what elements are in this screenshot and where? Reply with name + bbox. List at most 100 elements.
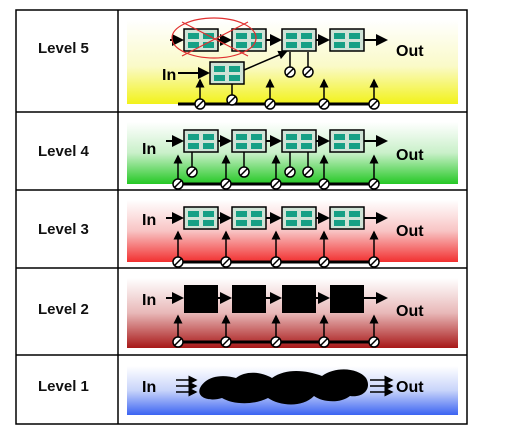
module-cell: [188, 33, 199, 39]
level-3-out-label: Out: [396, 223, 424, 240]
table-border: [15, 9, 468, 425]
stepper-slash: [319, 337, 329, 347]
stepper-icon: [238, 166, 250, 178]
level-3-in-label: In: [142, 212, 156, 229]
stepper-icon: [318, 336, 330, 348]
level-2-label: Level 2: [38, 301, 89, 318]
module-cell: [203, 220, 214, 226]
module-cell: [349, 220, 360, 226]
module-cell: [214, 66, 225, 72]
blackbox-block: [282, 285, 316, 313]
stepper-icon: [368, 178, 380, 190]
module-cell: [236, 211, 247, 217]
stepper-icon: [270, 336, 282, 348]
module-cell: [203, 134, 214, 140]
stepper-slash: [265, 99, 275, 109]
stepper-slash: [303, 67, 313, 77]
module-cell: [301, 33, 312, 39]
module-block: [231, 129, 267, 153]
stepper-slash: [173, 257, 183, 267]
module-cell: [301, 143, 312, 149]
module-cell: [229, 75, 240, 81]
level-3-label: Level 3: [38, 221, 89, 238]
module-block: [329, 206, 365, 230]
stepper-icon: [186, 166, 198, 178]
module-cell: [349, 134, 360, 140]
module-cell: [188, 143, 199, 149]
module-cell: [229, 66, 240, 72]
level-1-out-label: Out: [396, 379, 424, 396]
module-cell: [349, 143, 360, 149]
module-cell: [203, 42, 214, 48]
level-graphics: [166, 17, 394, 405]
ellipse: [171, 17, 257, 59]
blackbox-block: [184, 285, 218, 313]
module-block: [329, 129, 365, 153]
module-cell: [334, 220, 345, 226]
stepper-slash: [303, 167, 313, 177]
stepper-icon: [220, 256, 232, 268]
module-cell: [286, 33, 297, 39]
stepper-icon: [318, 178, 330, 190]
stepper-icon: [284, 66, 296, 78]
module-cell: [349, 211, 360, 217]
module-cell: [251, 134, 262, 140]
stepper-slash: [239, 167, 249, 177]
module-cell: [188, 42, 199, 48]
module-cell: [286, 143, 297, 149]
stepper-icon: [172, 336, 184, 348]
module-cell: [251, 211, 262, 217]
module-block: [281, 206, 317, 230]
module-cell: [301, 134, 312, 140]
stepper-icon: [318, 98, 330, 110]
module-cell: [236, 220, 247, 226]
stepper-icon: [284, 166, 296, 178]
module-cell: [286, 134, 297, 140]
module-block: [231, 206, 267, 230]
module-cell: [251, 220, 262, 226]
module-cell: [334, 143, 345, 149]
module-cell: [188, 211, 199, 217]
module-cell: [214, 75, 225, 81]
module-cell: [236, 42, 247, 48]
level-4-label: Level 4: [38, 143, 90, 160]
stepper-slash: [271, 337, 281, 347]
stepper-icon: [270, 178, 282, 190]
stepper-slash: [221, 337, 231, 347]
stepper-icon: [220, 336, 232, 348]
level-1-label: Level 1: [38, 378, 89, 395]
module-cell: [286, 220, 297, 226]
stepper-icon: [302, 166, 314, 178]
module-cell: [236, 134, 247, 140]
stepper-slash: [221, 179, 231, 189]
stepper-slash: [271, 257, 281, 267]
module-cell: [301, 42, 312, 48]
cross-line: [181, 21, 249, 57]
stepper-slash: [187, 167, 197, 177]
module-block: [329, 28, 365, 52]
module-block: [231, 28, 267, 52]
module-cell: [301, 220, 312, 226]
stepper-slash: [173, 337, 183, 347]
stepper-icon: [172, 178, 184, 190]
stepper-slash: [369, 257, 379, 267]
stepper-icon: [318, 256, 330, 268]
module-cell: [188, 134, 199, 140]
module-block: [209, 61, 245, 85]
stepper-icon: [264, 98, 276, 110]
module-block: [281, 129, 317, 153]
blackbox-block: [232, 285, 266, 313]
stepper-slash: [285, 167, 295, 177]
module-cell: [334, 42, 345, 48]
module-cell: [251, 143, 262, 149]
stepper-icon: [226, 94, 238, 106]
stepper-icon: [270, 256, 282, 268]
level-2-in-label: In: [142, 292, 156, 309]
module-cell: [203, 211, 214, 217]
module-cell: [251, 42, 262, 48]
stepper-icon: [172, 256, 184, 268]
module-block: [183, 206, 219, 230]
module-cell: [334, 134, 345, 140]
module-block: [281, 28, 317, 52]
